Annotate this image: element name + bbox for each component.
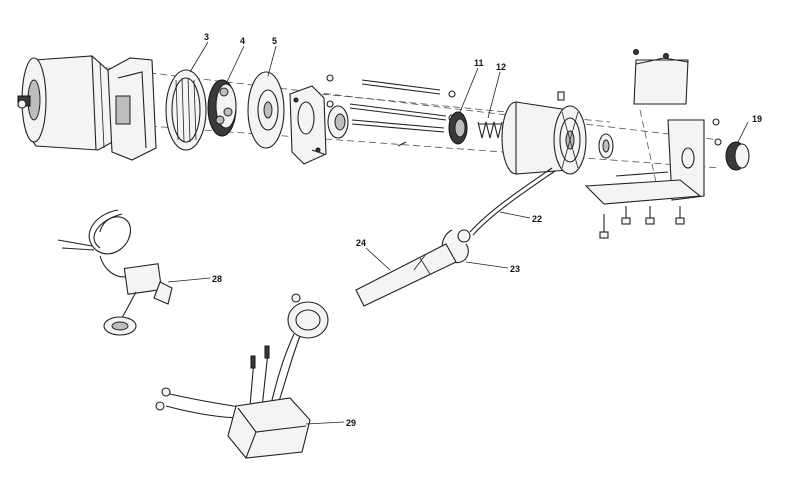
part-11-pinion-gear (448, 111, 468, 145)
part-3-ring-gear (165, 69, 207, 151)
callout-22: 22 (532, 214, 542, 224)
part-28-handlebar-switch (57, 209, 173, 336)
callout-24: 24 (356, 238, 366, 248)
callout-11: 11 (474, 58, 484, 68)
callout-5: 5 (272, 36, 277, 46)
motor (17, 55, 117, 151)
gearbox-end-plate (289, 85, 327, 165)
callout-23: 23 (510, 264, 520, 274)
callout-19: 19 (752, 114, 762, 124)
callout-12: 12 (496, 62, 506, 72)
drum-bushing (557, 91, 614, 159)
end-bracket-base (584, 118, 722, 205)
motor-clamp (107, 57, 157, 161)
part-24-hand-strap (355, 243, 457, 307)
part-22-wire-rope (469, 167, 556, 236)
callout-28: 28 (212, 274, 222, 284)
cable-drum (501, 101, 587, 175)
tie-rods (326, 74, 456, 147)
part-19-knob (725, 141, 750, 171)
callout-4: 4 (240, 36, 245, 46)
callout-29: 29 (346, 418, 356, 428)
bushing (327, 105, 349, 139)
callout-3: 3 (204, 32, 209, 42)
part-4-planetary-gears (207, 79, 237, 137)
part-29-control-box (155, 293, 329, 459)
part-5-drum-disc (247, 71, 285, 149)
callout-leaders (167, 41, 749, 425)
part-12-spring (477, 121, 503, 139)
base-bolts (599, 206, 685, 239)
callout-labels: 3 4 5 11 12 19 22 23 24 28 29 (204, 32, 762, 428)
top-cover-plate (633, 49, 689, 105)
